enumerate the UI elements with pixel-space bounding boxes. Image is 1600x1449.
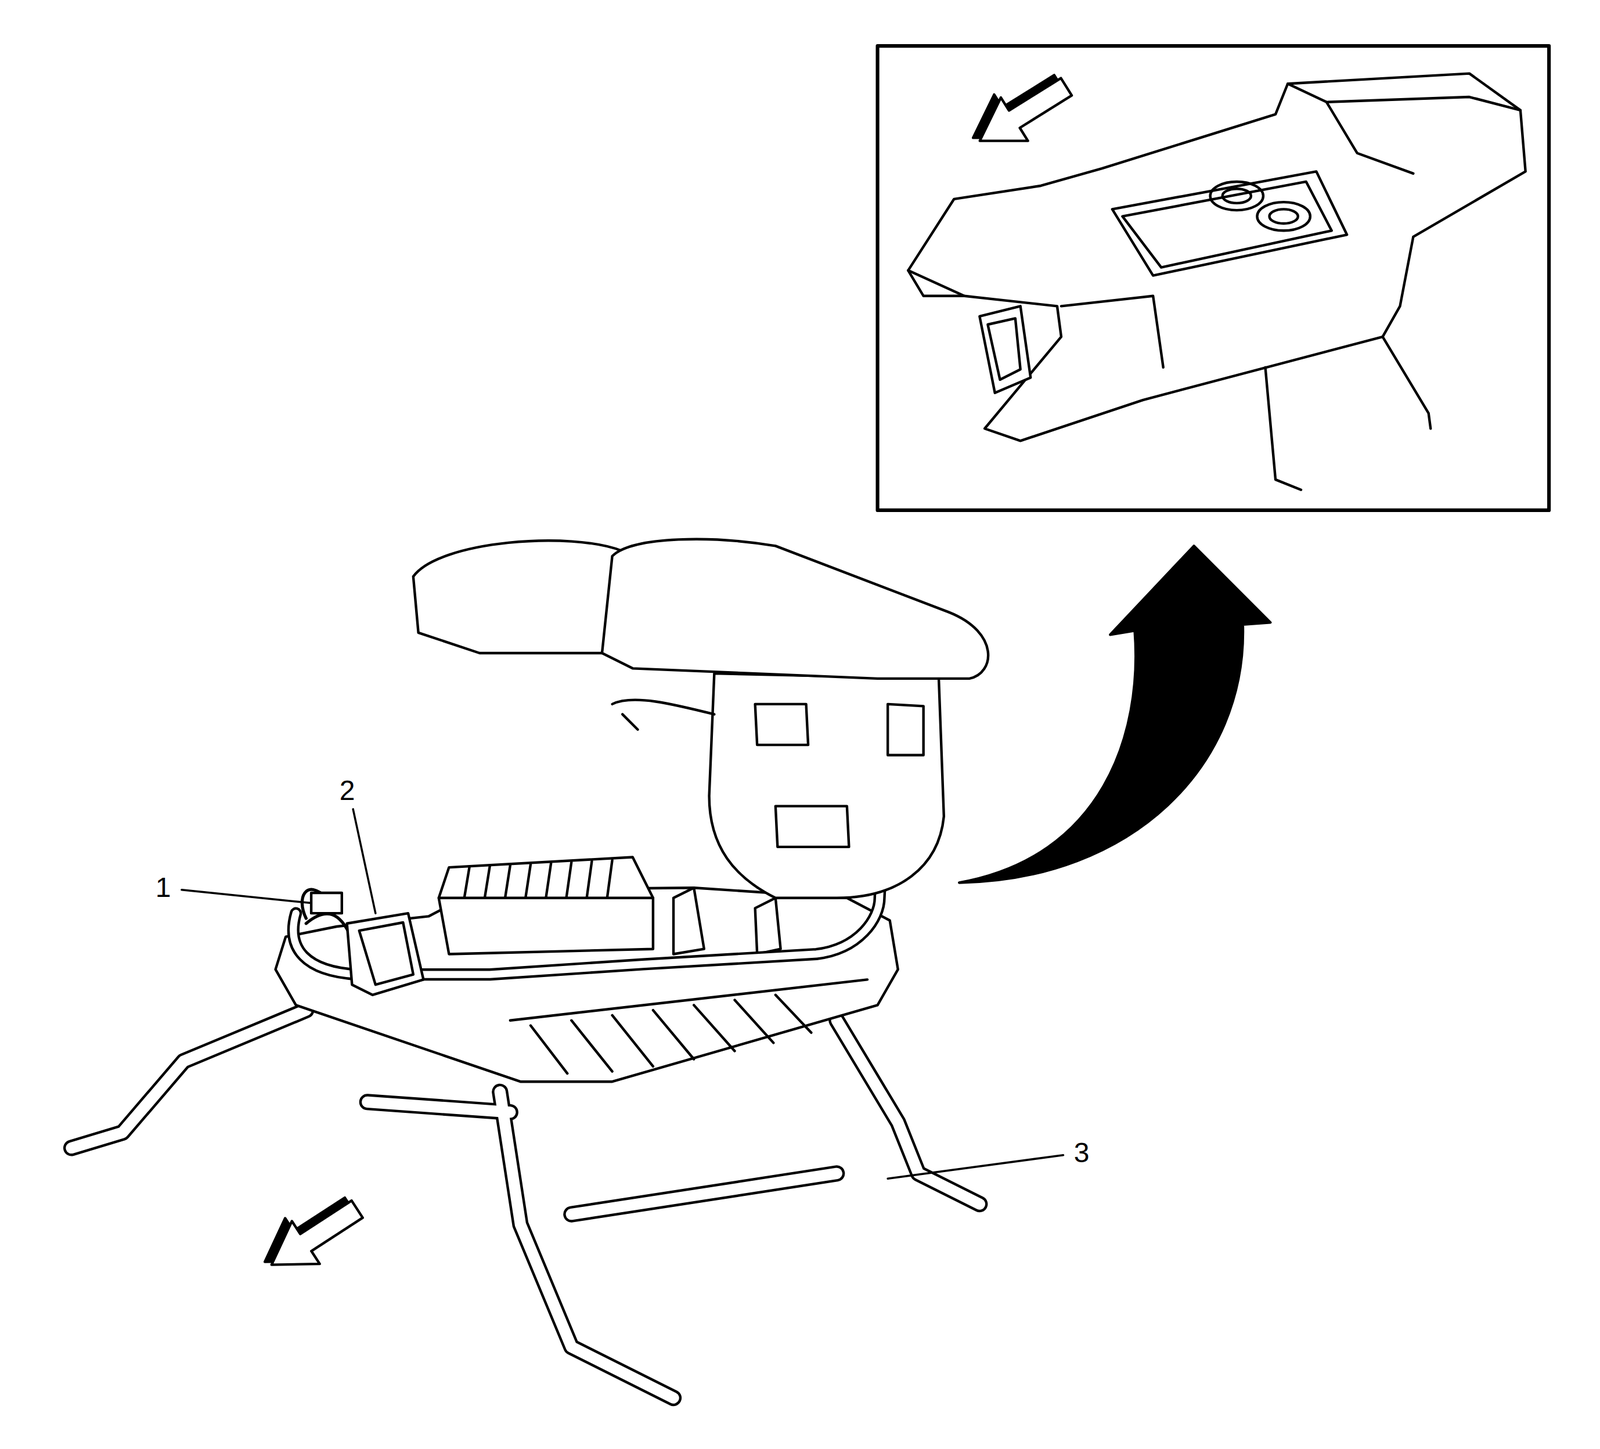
- armrest-lid: [413, 539, 989, 899]
- callout-number: 2: [339, 776, 356, 805]
- leader-line: [181, 809, 1064, 1179]
- removal-arrow: [959, 545, 1271, 883]
- electrical-connector: [311, 892, 342, 914]
- direction-arrow: [250, 1182, 371, 1289]
- amplifier: [438, 856, 781, 954]
- callout-number: 1: [155, 873, 172, 902]
- callout-number: 3: [1074, 1139, 1090, 1167]
- direction-arrow: [959, 59, 1080, 165]
- grille: [510, 979, 868, 1074]
- control-module: [347, 913, 424, 996]
- inset-frame: [877, 45, 1550, 511]
